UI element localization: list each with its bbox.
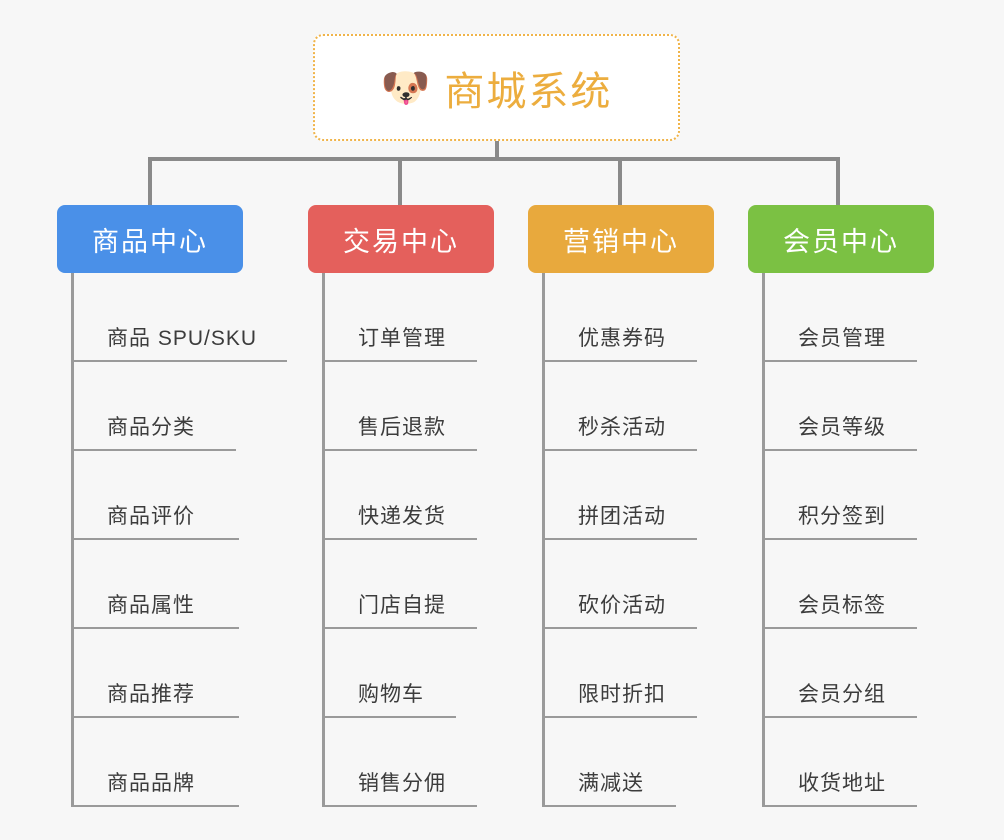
leaf-item[interactable]: 会员分组 [762,629,917,718]
leaf-item-underline [322,627,477,629]
leaf-item-label: 商品 SPU/SKU [107,327,258,350]
leaf-item-underline [762,538,917,540]
leaf-item-label: 会员标签 [798,594,886,617]
branch-trunk-line [322,273,325,807]
leaf-item[interactable]: 商品分类 [71,362,236,451]
leaf-item-underline [542,805,676,807]
connector-drop-2 [398,157,402,207]
connector-drop-3 [618,157,622,207]
leaf-item-label: 商品品牌 [107,772,195,795]
leaf-item-label: 会员分组 [798,683,886,706]
leaf-item[interactable]: 销售分佣 [322,718,477,807]
leaf-item-label: 限时折扣 [578,683,666,706]
leaf-item-underline [71,805,239,807]
leaf-item-underline [542,716,697,718]
leaf-item-label: 快递发货 [358,505,446,528]
leaf-item-label: 商品属性 [107,594,195,617]
leaf-item[interactable]: 积分签到 [762,451,917,540]
leaf-item-label: 销售分佣 [358,772,446,795]
connector-horizontal-bar [150,157,840,161]
leaf-item-label: 砍价活动 [578,594,666,617]
leaf-item[interactable]: 商品评价 [71,451,239,540]
leaf-item[interactable]: 售后退款 [322,362,477,451]
leaf-item-label: 积分签到 [798,505,886,528]
leaf-item-underline [762,716,917,718]
connector-drop-4 [836,157,840,207]
leaf-item[interactable]: 商品品牌 [71,718,239,807]
leaf-item-label: 收货地址 [798,772,886,795]
leaf-item-label: 门店自提 [358,594,446,617]
category-label: 商品中心 [92,226,208,257]
leaf-item-underline [322,449,477,451]
leaf-item[interactable]: 秒杀活动 [542,362,697,451]
leaf-item[interactable]: 商品 SPU/SKU [71,273,287,362]
leaf-item[interactable]: 门店自提 [322,540,477,629]
leaf-item[interactable]: 快递发货 [322,451,477,540]
leaf-item-label: 会员管理 [798,327,886,350]
branch-trunk-line [71,273,74,807]
leaf-item[interactable]: 商品推荐 [71,629,239,718]
branch-trunk-line [762,273,765,807]
leaf-item-underline [322,805,477,807]
leaf-item-underline [762,360,917,362]
leaf-item[interactable]: 会员等级 [762,362,917,451]
leaf-item[interactable]: 限时折扣 [542,629,697,718]
leaf-item-label: 商品分类 [107,416,195,439]
leaf-item-underline [762,627,917,629]
category-box-4[interactable]: 会员中心 [748,205,934,273]
leaf-item[interactable]: 满减送 [542,718,676,807]
leaf-item-label: 购物车 [358,683,424,706]
leaf-item-label: 售后退款 [358,416,446,439]
leaf-item-underline [542,360,697,362]
leaf-item[interactable]: 优惠券码 [542,273,697,362]
leaf-item-underline [71,538,239,540]
leaf-item[interactable]: 商品属性 [71,540,239,629]
leaf-item-label: 商品评价 [107,505,195,528]
dog-face-icon: 🐶 [380,65,431,110]
leaf-item-underline [322,716,456,718]
leaf-item-underline [542,538,697,540]
root-node[interactable]: 🐶 商城系统 [313,34,680,141]
leaf-item[interactable]: 收货地址 [762,718,917,807]
leaf-item[interactable]: 拼团活动 [542,451,697,540]
leaf-item[interactable]: 购物车 [322,629,456,718]
leaf-item-underline [542,449,697,451]
connector-drop-1 [148,157,152,207]
leaf-item-underline [71,716,239,718]
category-box-1[interactable]: 商品中心 [57,205,243,273]
leaf-item-label: 满减送 [578,772,644,795]
leaf-item-underline [542,627,697,629]
leaf-item-label: 优惠券码 [578,327,666,350]
leaf-item[interactable]: 砍价活动 [542,540,697,629]
leaf-item-label: 秒杀活动 [578,416,666,439]
leaf-item-underline [71,627,239,629]
leaf-item-label: 拼团活动 [578,505,666,528]
leaf-item[interactable]: 订单管理 [322,273,477,362]
branch-trunk-line [542,273,545,807]
category-label: 交易中心 [343,226,459,257]
leaf-item-underline [762,449,917,451]
leaf-item-underline [762,805,917,807]
root-title: 商城系统 [444,69,613,114]
category-label: 营销中心 [563,226,679,257]
category-box-2[interactable]: 交易中心 [308,205,494,273]
leaf-item[interactable]: 会员管理 [762,273,917,362]
leaf-item-label: 商品推荐 [107,683,195,706]
leaf-item-label: 订单管理 [358,327,446,350]
category-box-3[interactable]: 营销中心 [528,205,714,273]
connector-root-stem [495,141,499,160]
leaf-item-underline [71,360,287,362]
category-label: 会员中心 [783,226,899,257]
leaf-item-underline [322,538,477,540]
leaf-item-underline [322,360,477,362]
leaf-item-underline [71,449,236,451]
leaf-item[interactable]: 会员标签 [762,540,917,629]
leaf-item-label: 会员等级 [798,416,886,439]
